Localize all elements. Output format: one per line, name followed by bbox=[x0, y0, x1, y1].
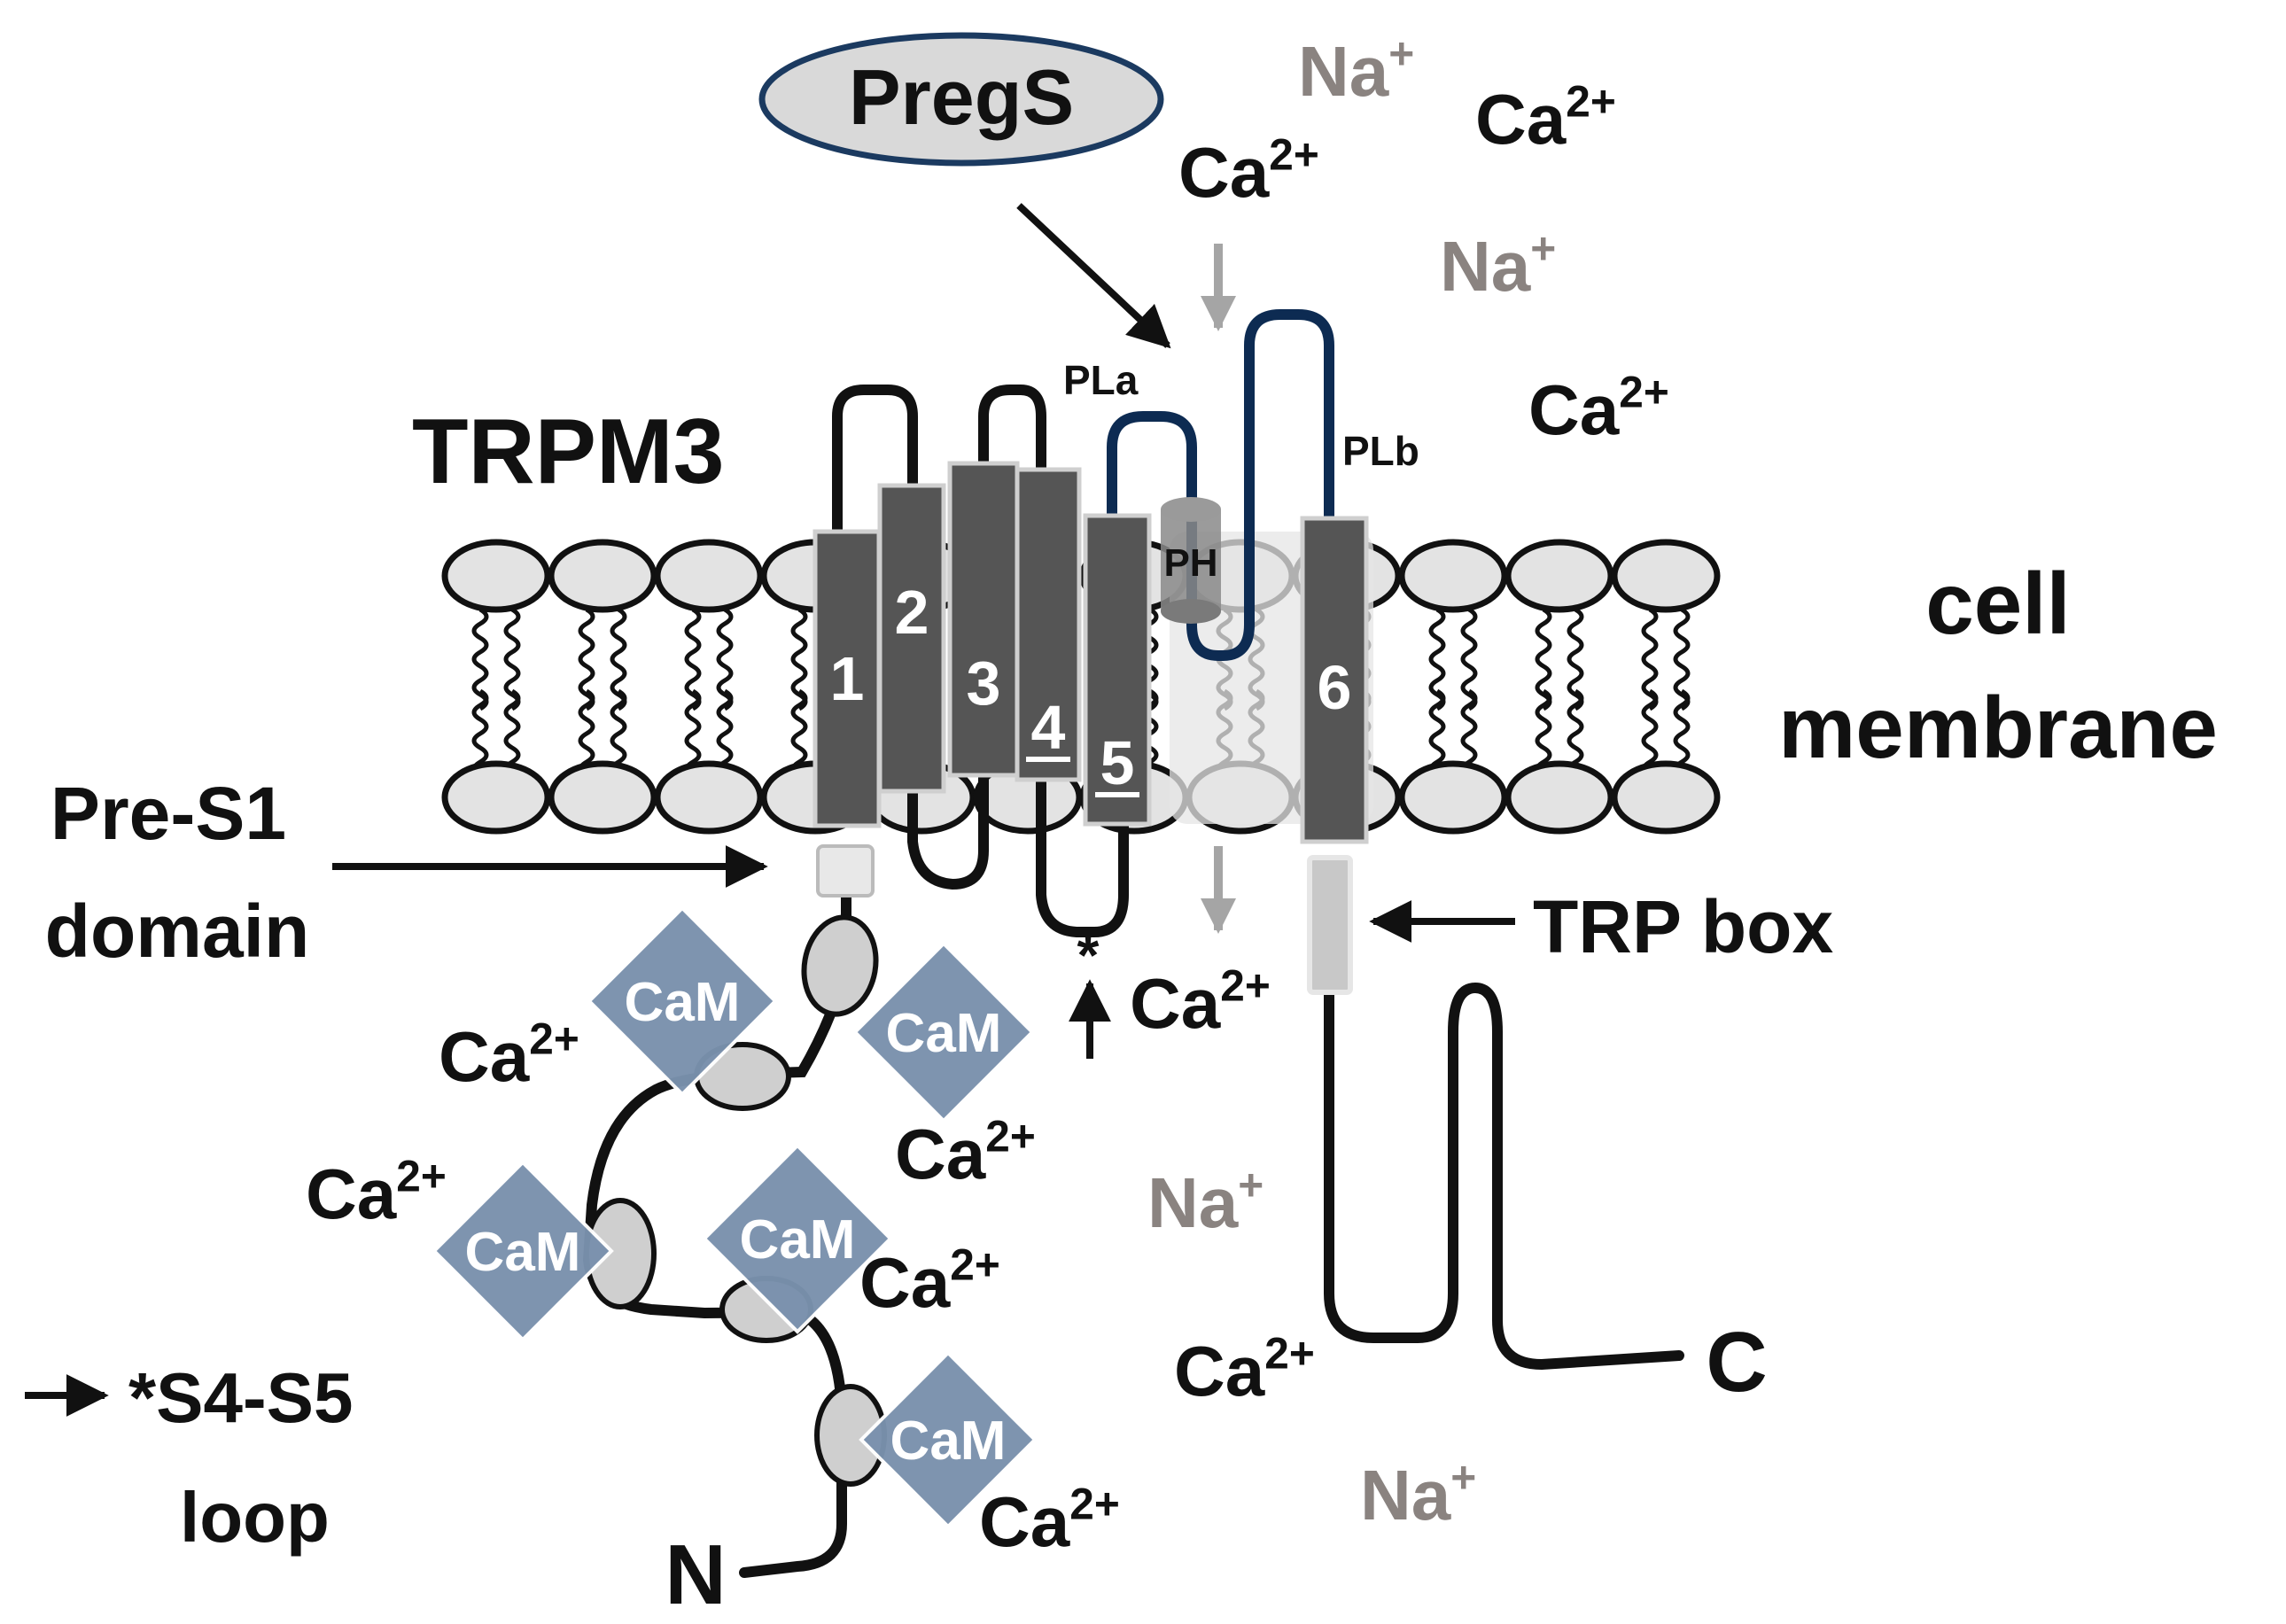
lipid-tail bbox=[578, 607, 595, 711]
helix-s4 bbox=[1015, 467, 1082, 782]
sodium-ion-label: Na+ bbox=[1298, 29, 1414, 111]
lipid-head-outer bbox=[1398, 539, 1508, 613]
title-trpm3: TRPM3 bbox=[412, 400, 724, 503]
sodium-ion-label: Na+ bbox=[1147, 1161, 1264, 1242]
lipid-tail bbox=[1673, 607, 1691, 711]
loop-s2-s3-intracellular bbox=[907, 761, 989, 890]
n-terminal-label: N bbox=[665, 1527, 726, 1622]
helix-label-4: 4 bbox=[1031, 693, 1066, 762]
pore-helix bbox=[1161, 497, 1221, 624]
lipid-tail bbox=[1641, 607, 1659, 711]
cam-label: CaM bbox=[890, 1410, 1007, 1472]
cam-label: CaM bbox=[465, 1222, 581, 1283]
membrane-label-2: membrane bbox=[1778, 679, 2218, 776]
loop-s4-s5-intracellular bbox=[1036, 774, 1129, 937]
calcium-ion-label: Ca2+ bbox=[1528, 368, 1669, 449]
cam-diamond bbox=[432, 1160, 614, 1342]
cam-diamond bbox=[702, 1143, 893, 1334]
calcium-ion-label: Ca2+ bbox=[1174, 1329, 1315, 1410]
lipid-tail bbox=[1460, 607, 1478, 711]
lipid-head-inner bbox=[548, 760, 657, 835]
c-terminal-label: C bbox=[1706, 1315, 1767, 1410]
helix-label-5: 5 bbox=[1100, 728, 1135, 797]
lipid-tail bbox=[1567, 607, 1584, 711]
loop-s3-s4 bbox=[978, 385, 1046, 479]
lipid-tail bbox=[1535, 607, 1552, 711]
plb-label: PLb bbox=[1342, 428, 1419, 474]
loop-s1-s2 bbox=[832, 385, 918, 541]
lipid-tail bbox=[1428, 607, 1446, 711]
calcium-ion-label: Ca2+ bbox=[859, 1240, 1000, 1322]
cam-diamond bbox=[587, 905, 778, 1097]
calcium-ion-label: Ca2+ bbox=[1475, 77, 1616, 159]
lipid-head-outer bbox=[548, 539, 657, 613]
s4s5-legend-2: loop bbox=[180, 1478, 330, 1557]
lipid-head-inner bbox=[654, 760, 764, 835]
pregs-label: PregS bbox=[849, 53, 1074, 141]
helix-label-3: 3 bbox=[967, 649, 1001, 718]
helix-s6 bbox=[1300, 516, 1369, 844]
helix-s1 bbox=[813, 529, 882, 828]
calcium-ion-label: Ca2+ bbox=[306, 1152, 447, 1233]
helix-label-2: 2 bbox=[895, 578, 929, 647]
cam-diamond bbox=[859, 1350, 1038, 1529]
pore-helix-label: PH bbox=[1163, 541, 1217, 585]
lipid-head-inner bbox=[1398, 760, 1508, 835]
membrane-label-1: cell bbox=[1925, 555, 2070, 652]
pla-label: PLa bbox=[1063, 357, 1139, 403]
lipid-tail bbox=[503, 607, 521, 711]
helix-s2 bbox=[877, 483, 946, 794]
pre-s1-label-1: Pre-S1 bbox=[51, 772, 286, 855]
cam-label: CaM bbox=[625, 972, 741, 1033]
calcium-ion-label: Ca2+ bbox=[1178, 130, 1319, 212]
pregs-ellipse bbox=[758, 32, 1164, 167]
helix-s5 bbox=[1083, 513, 1152, 827]
helix-s3 bbox=[947, 461, 1020, 778]
s4s5-asterisk: * bbox=[1077, 923, 1100, 987]
calcium-ion-label: Ca2+ bbox=[1130, 961, 1271, 1043]
lipid-tail bbox=[471, 607, 489, 711]
lipid-head-outer bbox=[654, 539, 764, 613]
trp-box-rect bbox=[1307, 855, 1353, 995]
cam-binding-site bbox=[801, 914, 879, 1017]
c-terminal-tail bbox=[1324, 982, 1684, 1371]
cam-label: CaM bbox=[740, 1209, 856, 1270]
pre-s1-label-2: domain bbox=[45, 890, 310, 973]
sodium-ion-label: Na+ bbox=[1360, 1453, 1476, 1535]
lipid-head-inner bbox=[1505, 760, 1614, 835]
cam-diamond bbox=[852, 941, 1035, 1123]
helix-label-1: 1 bbox=[830, 644, 865, 713]
lipid-head-inner bbox=[441, 760, 551, 835]
lipid-tail bbox=[716, 607, 734, 711]
pregs-arrow bbox=[1016, 203, 1171, 349]
calcium-ion-label: Ca2+ bbox=[895, 1112, 1036, 1193]
pre-s1-domain-box bbox=[816, 844, 875, 897]
lipid-tail bbox=[610, 607, 627, 711]
lipid-tail bbox=[684, 607, 702, 711]
calcium-ion-label: Ca2+ bbox=[979, 1480, 1120, 1561]
lipid-head-outer bbox=[1611, 539, 1721, 613]
sodium-ion-label: Na+ bbox=[1440, 224, 1556, 306]
lipid-head-inner bbox=[1611, 760, 1721, 835]
calcium-ion-label: Ca2+ bbox=[439, 1014, 579, 1096]
pore-loop-pla bbox=[1107, 309, 1334, 661]
trp-box-label: TRP box bbox=[1533, 885, 1833, 968]
s4s5-legend-1: *S4-S5 bbox=[128, 1358, 353, 1437]
lipid-tail bbox=[790, 607, 808, 711]
cam-label: CaM bbox=[886, 1003, 1002, 1064]
lipid-head-outer bbox=[441, 539, 551, 613]
lipid-head-outer bbox=[1505, 539, 1614, 613]
helix-label-6: 6 bbox=[1318, 653, 1352, 722]
